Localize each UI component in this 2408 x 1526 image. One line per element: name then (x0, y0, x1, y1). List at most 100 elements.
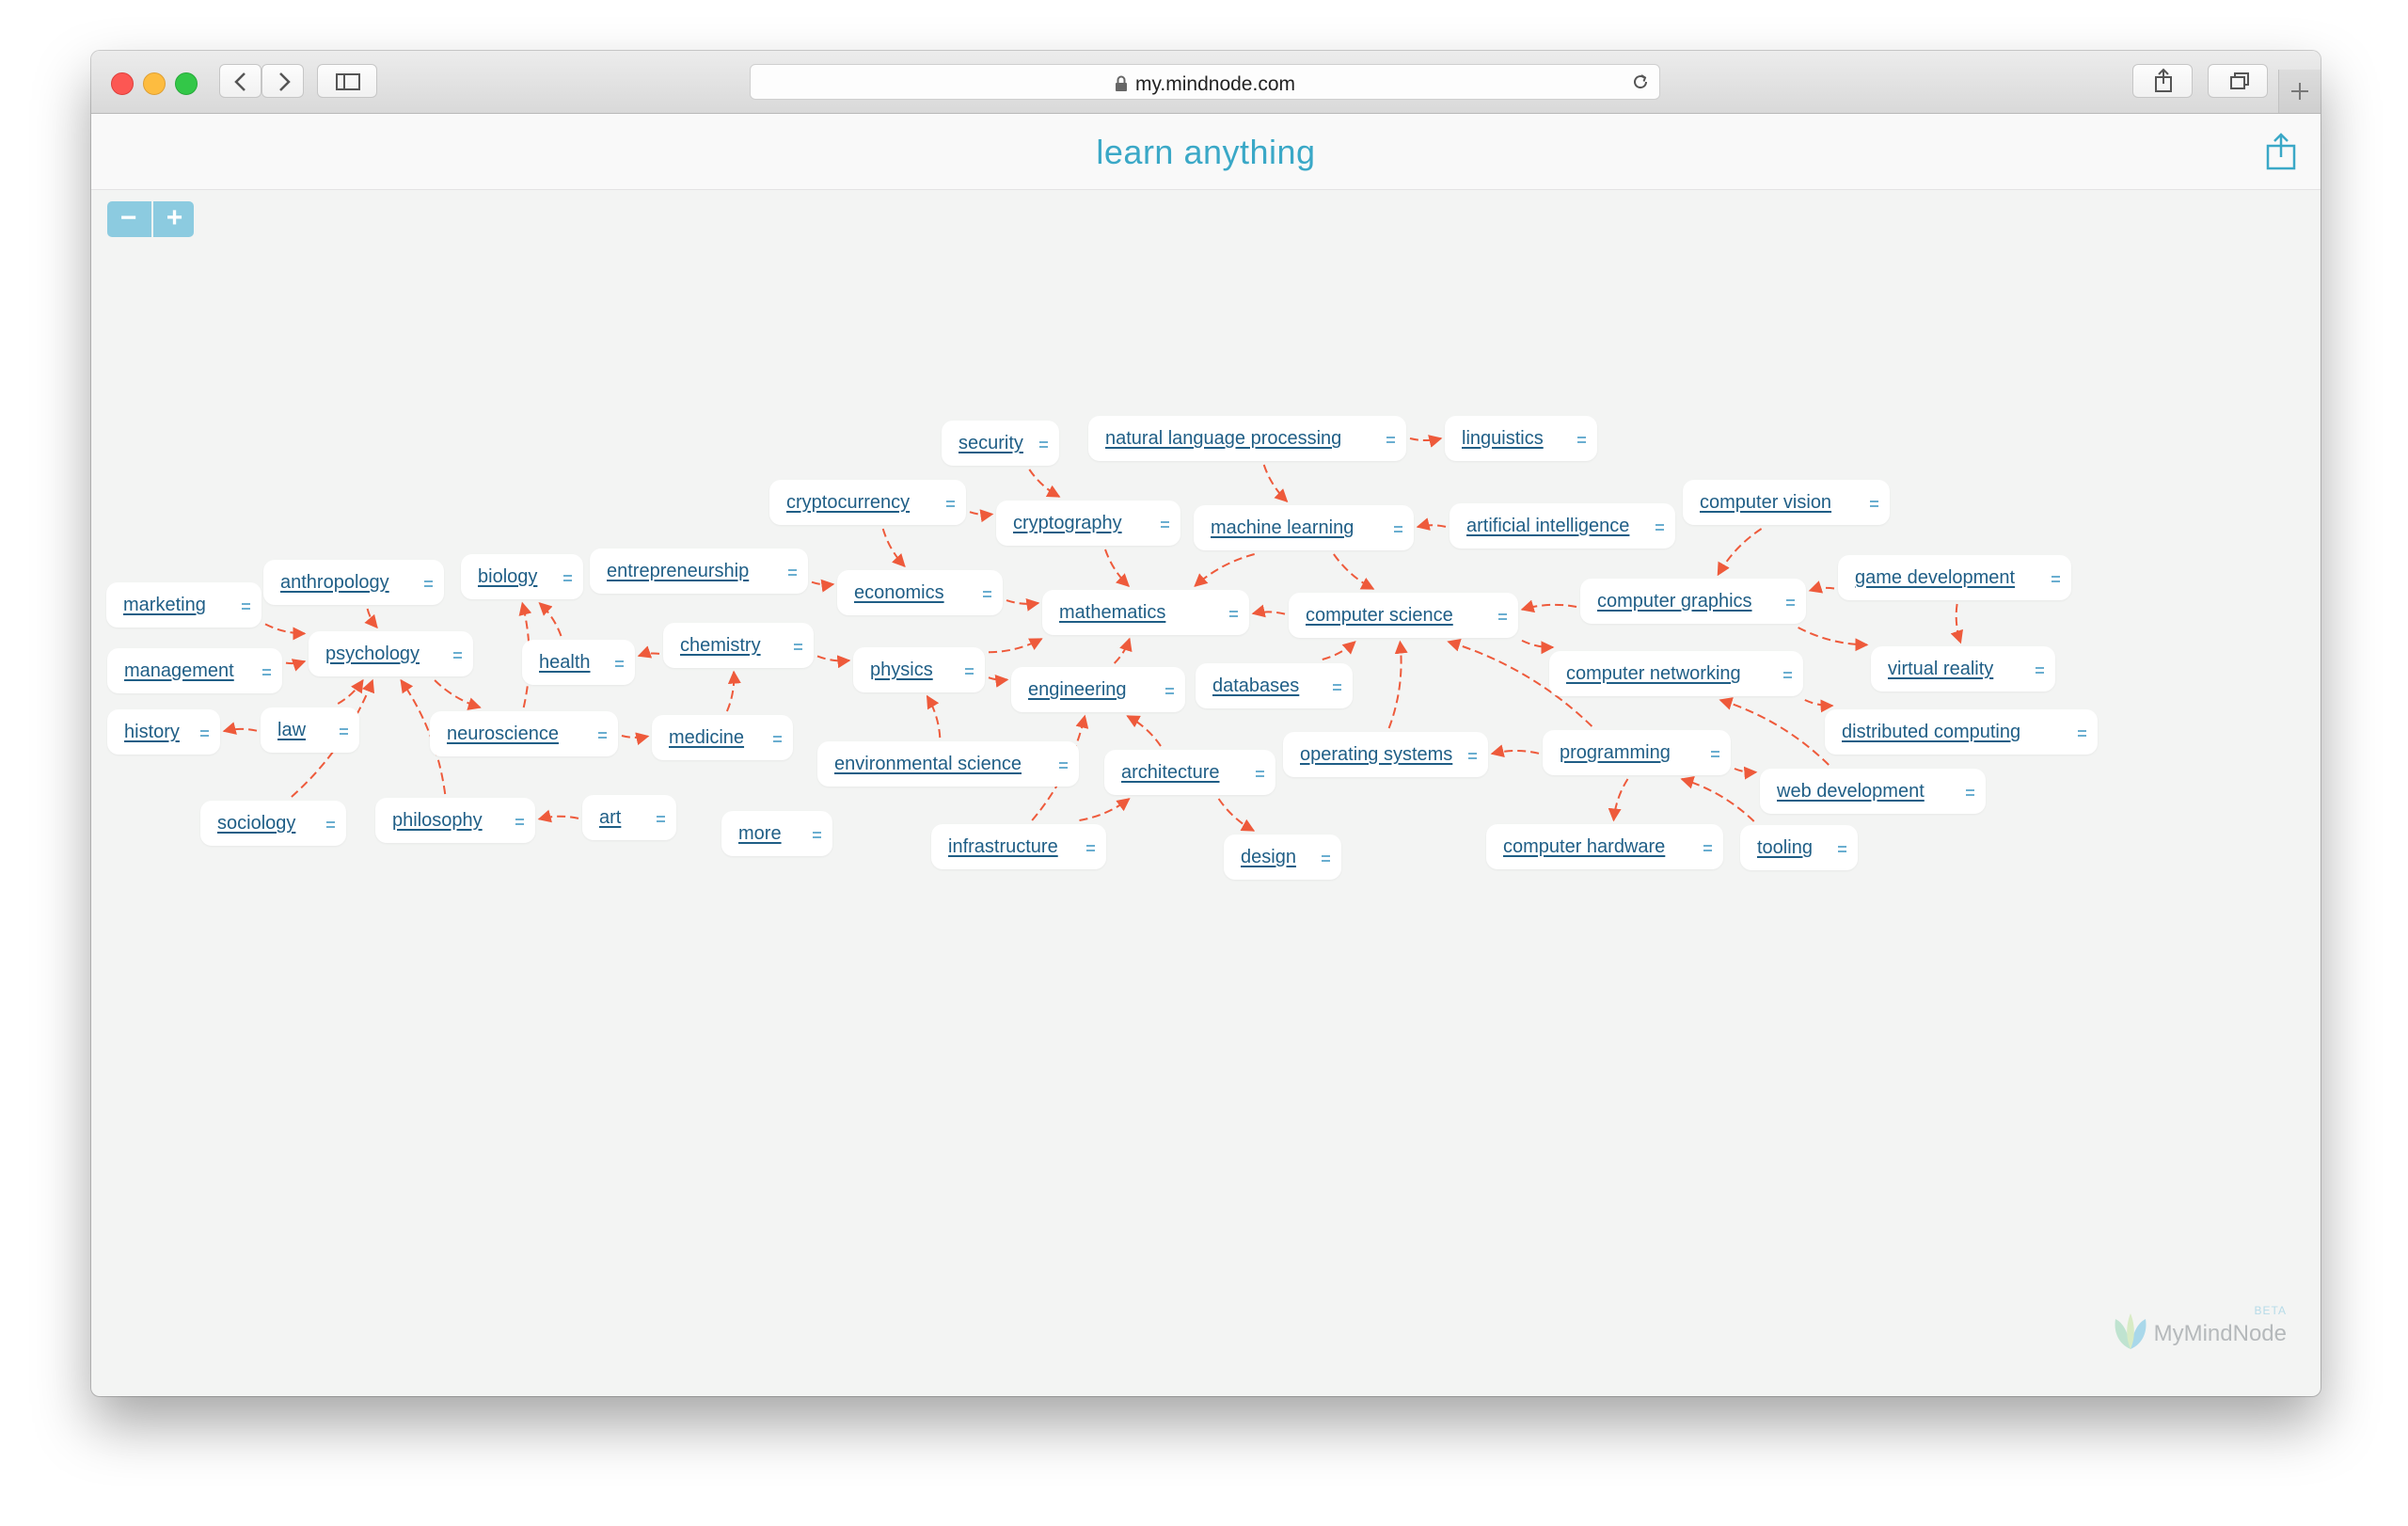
node-sociology[interactable]: sociology (200, 801, 346, 846)
back-button[interactable] (219, 64, 261, 98)
node-label[interactable]: mathematics (1059, 602, 1166, 623)
node-entrepreneurship[interactable]: entrepreneurship (590, 548, 808, 594)
node-web-development[interactable]: web development (1760, 769, 1986, 814)
node-label[interactable]: environmental science (834, 754, 1022, 774)
node-cryptography[interactable]: cryptography (996, 501, 1180, 546)
node-game-development[interactable]: game development (1838, 555, 2071, 600)
node-biology[interactable]: biology (461, 554, 583, 599)
node-label[interactable]: design (1241, 847, 1296, 867)
node-label[interactable]: cryptocurrency (786, 492, 911, 513)
forward-button[interactable] (261, 64, 304, 98)
node-label[interactable]: distributed computing (1842, 722, 2021, 742)
node-label[interactable]: sociology (217, 813, 296, 834)
zoom-out-button[interactable]: − (119, 202, 137, 233)
node-distributed-computing[interactable]: distributed computing (1825, 709, 2098, 755)
node-architecture[interactable]: architecture (1104, 750, 1275, 795)
node-label[interactable]: psychology (325, 644, 420, 664)
node-label[interactable]: tooling (1757, 837, 1813, 858)
node-security[interactable]: security (942, 421, 1059, 466)
node-programming[interactable]: programming (1543, 730, 1731, 775)
node-philosophy[interactable]: philosophy (375, 798, 535, 843)
node-management[interactable]: management (107, 648, 282, 693)
node-label[interactable]: neuroscience (447, 723, 559, 744)
node-label[interactable]: computer networking (1566, 663, 1741, 684)
node-label[interactable]: machine learning (1211, 517, 1354, 538)
node-design[interactable]: design (1224, 835, 1341, 880)
node-more[interactable]: more (721, 811, 832, 856)
close-window-button[interactable] (111, 72, 134, 95)
node-label[interactable]: health (539, 652, 591, 673)
fullscreen-window-button[interactable] (175, 72, 198, 95)
node-tooling[interactable]: tooling (1740, 825, 1858, 870)
node-chemistry[interactable]: chemistry (663, 623, 814, 668)
node-label[interactable]: engineering (1028, 679, 1127, 700)
node-label[interactable]: philosophy (392, 810, 483, 831)
node-artificial-intelligence[interactable]: artificial intelligence (1450, 503, 1675, 548)
node-label[interactable]: game development (1855, 567, 2016, 588)
node-label[interactable]: management (124, 660, 234, 681)
node-label[interactable]: chemistry (680, 635, 761, 656)
node-label[interactable]: computer vision (1700, 492, 1832, 513)
new-tab-button[interactable] (2278, 70, 2321, 113)
node-label[interactable]: architecture (1121, 762, 1220, 783)
minimize-window-button[interactable] (143, 72, 166, 95)
node-label[interactable]: operating systems (1300, 744, 1453, 765)
node-computer-hardware[interactable]: computer hardware (1486, 824, 1723, 869)
node-mathematics[interactable]: mathematics (1042, 590, 1249, 635)
node-label[interactable]: law (277, 720, 307, 740)
node-history[interactable]: history (107, 709, 220, 755)
node-label[interactable]: physics (870, 660, 933, 680)
address-bar[interactable]: my.mindnode.com (750, 64, 1660, 100)
node-label[interactable]: infrastructure (948, 836, 1058, 857)
sidebar-button[interactable] (317, 64, 377, 98)
node-engineering[interactable]: engineering (1011, 667, 1185, 712)
node-anthropology[interactable]: anthropology (263, 560, 444, 605)
node-label[interactable]: cryptography (1013, 513, 1122, 533)
export-share-icon[interactable] (2264, 133, 2298, 170)
node-label[interactable]: computer graphics (1597, 591, 1752, 612)
node-label[interactable]: virtual reality (1888, 659, 1994, 679)
node-label[interactable]: computer hardware (1503, 836, 1666, 857)
node-label[interactable]: artificial intelligence (1466, 516, 1630, 536)
node-label[interactable]: databases (1212, 676, 1300, 696)
node-label[interactable]: security (958, 433, 1023, 453)
node-virtual-reality[interactable]: virtual reality (1871, 646, 2055, 691)
node-label[interactable]: natural language processing (1105, 428, 1342, 449)
node-label[interactable]: economics (854, 582, 944, 603)
node-neuroscience[interactable]: neuroscience (430, 711, 618, 756)
tabs-button[interactable] (2208, 64, 2268, 98)
node-computer-graphics[interactable]: computer graphics (1580, 579, 1806, 624)
node-computer-networking[interactable]: computer networking (1549, 651, 1803, 696)
node-computer-science[interactable]: computer science (1289, 593, 1518, 638)
reload-icon[interactable] (1629, 71, 1652, 93)
mind-map-canvas[interactable]: security natural language processing lingu… (91, 190, 2321, 1396)
zoom-in-button[interactable]: + (151, 201, 194, 237)
node-label[interactable]: medicine (669, 727, 745, 748)
node-label[interactable]: history (124, 722, 180, 742)
node-linguistics[interactable]: linguistics (1445, 416, 1597, 461)
node-label[interactable]: marketing (123, 595, 206, 615)
node-label[interactable]: programming (1560, 742, 1671, 763)
node-marketing[interactable]: marketing (106, 582, 261, 628)
node-label[interactable]: computer science (1306, 605, 1453, 626)
node-cryptocurrency[interactable]: cryptocurrency (769, 480, 966, 525)
node-medicine[interactable]: medicine (652, 715, 793, 760)
node-machine-learning[interactable]: machine learning (1194, 505, 1414, 550)
node-law[interactable]: law (261, 707, 359, 753)
node-label[interactable]: web development (1777, 781, 1925, 802)
node-label[interactable]: anthropology (280, 572, 389, 593)
node-health[interactable]: health (522, 640, 635, 685)
node-infrastructure[interactable]: infrastructure (931, 824, 1106, 869)
node-operating-systems[interactable]: operating systems (1283, 732, 1488, 777)
node-nlp[interactable]: natural language processing (1088, 416, 1406, 461)
node-art[interactable]: art (582, 795, 676, 840)
node-label[interactable]: entrepreneurship (607, 561, 750, 581)
node-psychology[interactable]: psychology (309, 631, 473, 676)
node-economics[interactable]: economics (837, 570, 1003, 615)
node-environmental-science[interactable]: environmental science (817, 741, 1079, 787)
node-label[interactable]: art (599, 807, 622, 828)
node-label[interactable]: more (738, 823, 782, 844)
share-button[interactable] (2132, 64, 2193, 98)
node-databases[interactable]: databases (1196, 663, 1353, 708)
node-label[interactable]: linguistics (1462, 428, 1544, 449)
